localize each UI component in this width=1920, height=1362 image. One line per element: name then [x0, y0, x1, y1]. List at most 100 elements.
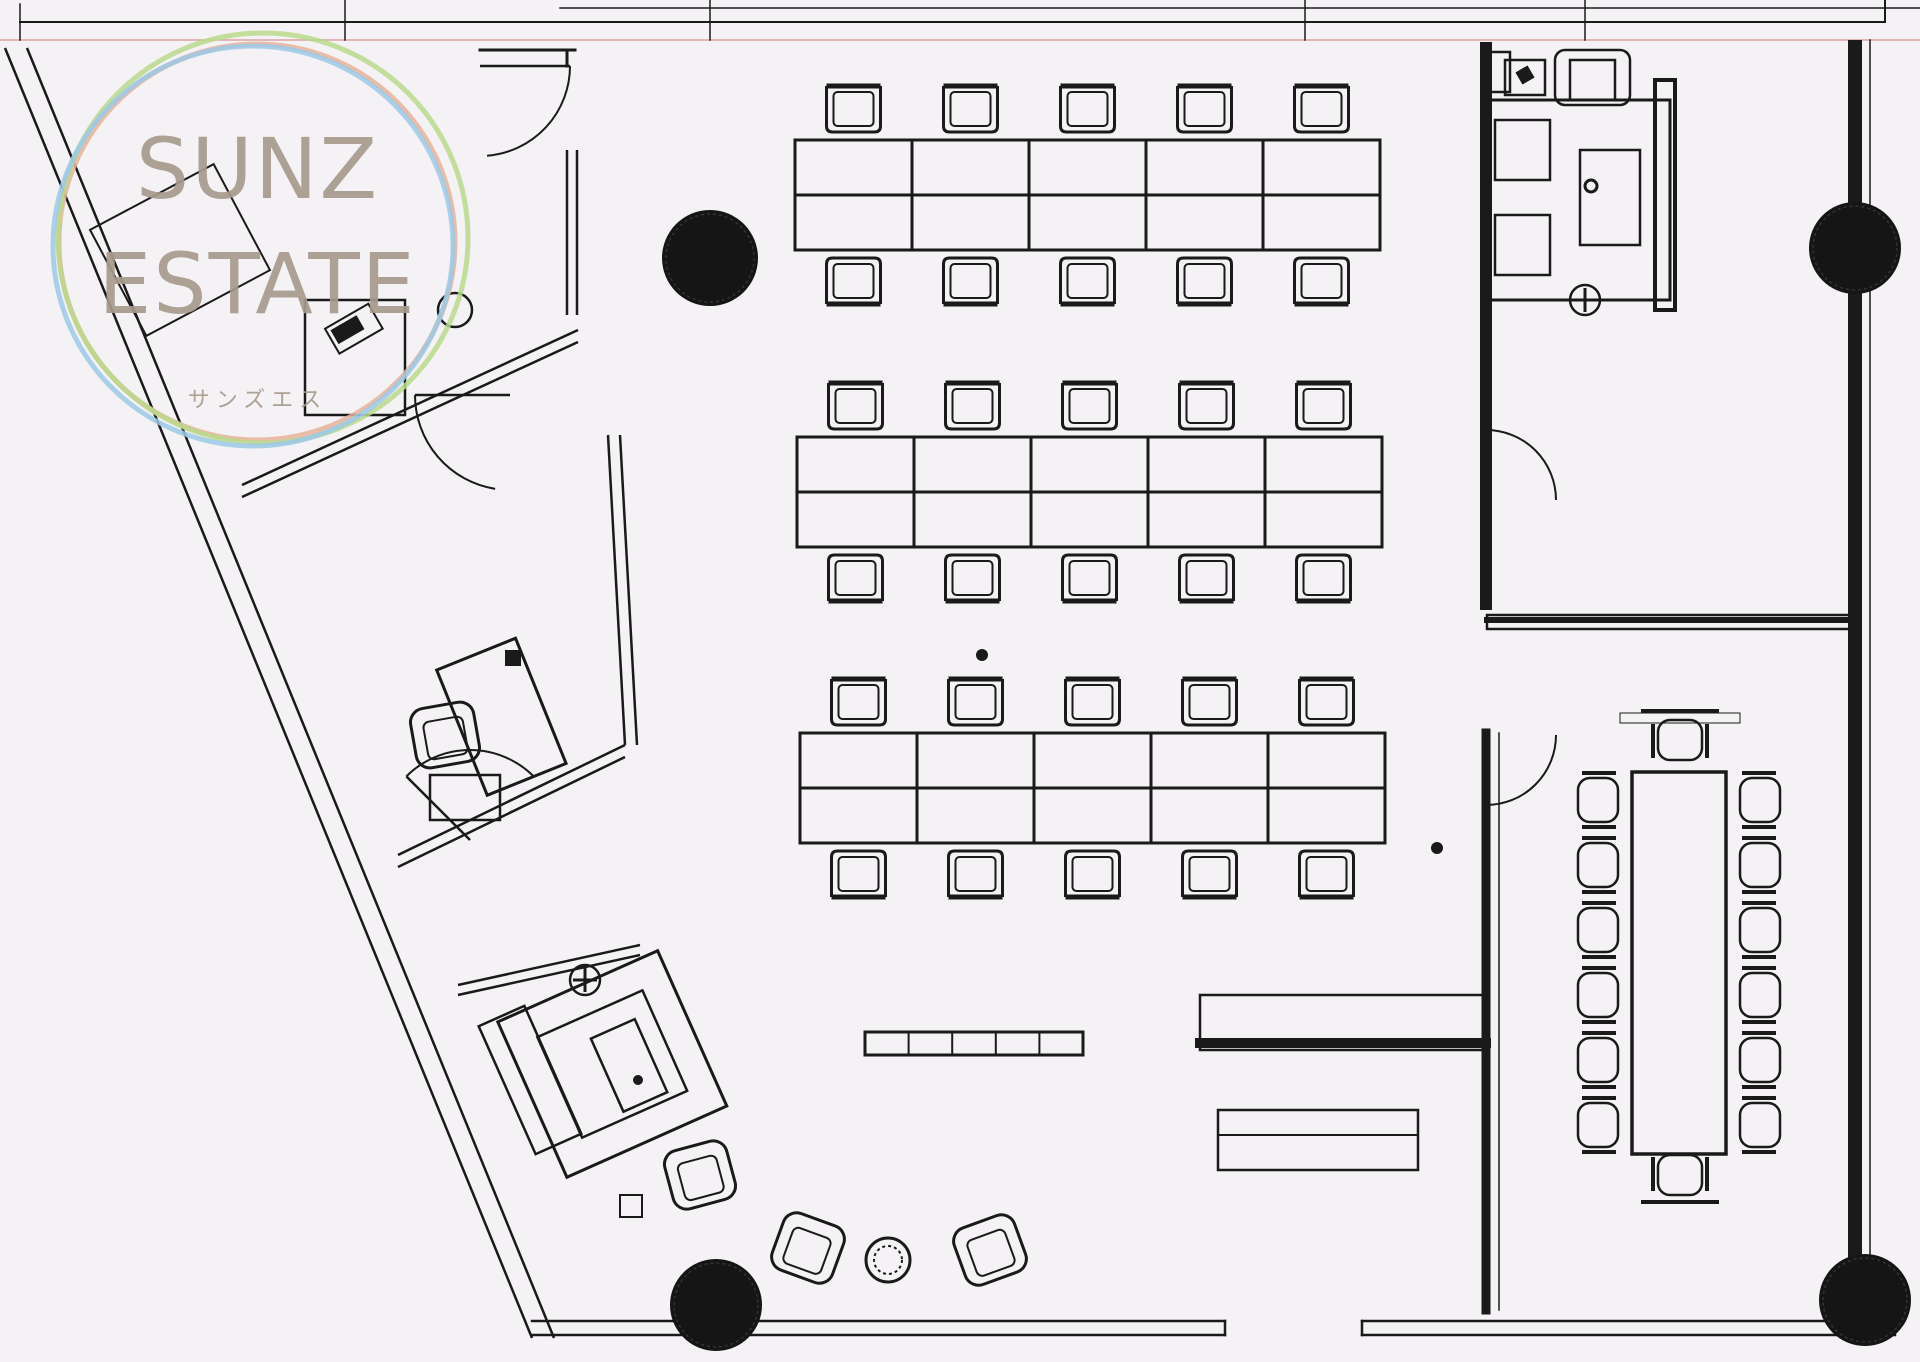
- west-office-east-wall-outer: [606, 434, 627, 746]
- conference-chair-seat: [1576, 1036, 1620, 1084]
- west-office-east-wall-inner: [618, 434, 639, 746]
- armchair-frame: [408, 700, 482, 770]
- chair-seat: [1302, 560, 1345, 596]
- structural-column-texture: [665, 213, 755, 303]
- west-exterior-wall: [3, 47, 556, 1339]
- chair: [830, 676, 887, 727]
- conference-chair-seat: [1738, 1036, 1782, 1084]
- chair: [1181, 849, 1238, 900]
- chair: [1064, 676, 1121, 727]
- chair-seat: [1068, 388, 1111, 424]
- chair: [944, 553, 1001, 604]
- chair-seat: [949, 263, 992, 299]
- nw-desk-outline: [88, 162, 272, 338]
- chair-arms: [1293, 256, 1350, 304]
- chair-seat: [954, 856, 997, 892]
- nw-office-door-swing: [486, 65, 571, 157]
- chair-arms: [1176, 86, 1233, 134]
- chair: [1176, 256, 1233, 307]
- west-middle-office: [397, 393, 639, 869]
- conference-chair-seat: [1738, 906, 1782, 954]
- conference-chair: [1576, 836, 1620, 894]
- shelving-unit: [863, 1030, 1085, 1057]
- chair-seat: [1300, 263, 1343, 299]
- lobby-seating: [770, 1211, 1028, 1287]
- chair-arms: [947, 849, 1004, 897]
- structural-column-fill: [1809, 202, 1901, 294]
- floor-outlet: [1431, 842, 1443, 854]
- lobby-table-pattern: [873, 1245, 903, 1275]
- conference-chair-arms: [1742, 771, 1776, 829]
- chair: [1059, 83, 1116, 134]
- lounge-coffee-table: [535, 988, 689, 1140]
- chair-seat: [834, 388, 877, 424]
- chair-arms: [944, 383, 1001, 431]
- chair: [1293, 83, 1350, 134]
- chair-seat: [834, 560, 877, 596]
- structural-column: [670, 1259, 762, 1351]
- lamp-ring: [1568, 283, 1602, 317]
- waste-bin: [436, 291, 474, 329]
- chair-seat: [1188, 856, 1231, 892]
- chair-arms: [1298, 849, 1355, 897]
- bench-outline: [1216, 1108, 1420, 1172]
- west-office-door: [414, 393, 510, 490]
- conference-chair-arms: [1651, 724, 1709, 758]
- conference-chair-seat: [1576, 971, 1620, 1019]
- nw-office-door: [480, 64, 571, 157]
- armchair: [662, 1139, 738, 1211]
- chair: [827, 380, 884, 431]
- desk-items: [323, 302, 385, 356]
- lounge-north-wall-inner: [457, 953, 641, 997]
- armchair-frame: [770, 1211, 846, 1285]
- nw-office-south-wall-outer: [241, 328, 579, 487]
- chair-seat: [1071, 684, 1114, 720]
- workstation-row-1: [793, 83, 1382, 307]
- structural-column-fill: [1819, 1254, 1911, 1346]
- conference-chair-arms: [1582, 836, 1616, 894]
- chair-arms: [1181, 679, 1238, 727]
- conference-chair-arms: [1742, 1096, 1776, 1154]
- chair: [947, 676, 1004, 727]
- conference-room: [1576, 709, 1782, 1204]
- chair-seat: [954, 684, 997, 720]
- chair-arms: [825, 86, 882, 134]
- chair-arms: [1295, 553, 1352, 601]
- chair: [1298, 676, 1355, 727]
- filing-cabinet: [434, 636, 569, 798]
- chair-arms: [942, 86, 999, 134]
- chair-arms: [1298, 679, 1355, 727]
- side-table: [428, 773, 502, 822]
- chair-seat: [1068, 560, 1111, 596]
- conference-chair-arms: [1742, 836, 1776, 894]
- conference-chair-seat: [1738, 841, 1782, 889]
- conference-table-end-marker: [1619, 712, 1741, 724]
- nw-office: [88, 48, 579, 499]
- structural-column-fill: [670, 1259, 762, 1351]
- ne-door-stub: [1488, 50, 1512, 94]
- nw-office-south-wall-inner: [241, 340, 579, 499]
- ne-executive-office: [1488, 48, 1677, 317]
- nw-office-south-wall: [241, 328, 579, 499]
- armchair-cushion: [676, 1154, 725, 1202]
- ne-side-table: [1503, 58, 1547, 97]
- chair-seat: [832, 91, 875, 127]
- chair-arms: [1293, 86, 1350, 134]
- chair: [947, 849, 1004, 900]
- conference-chair-seat: [1576, 841, 1620, 889]
- west-office-south-wall: [397, 743, 626, 869]
- lounge-door-leaf: [405, 775, 471, 841]
- top-boundary: [0, 0, 1920, 41]
- chair-arms: [944, 553, 1001, 601]
- ne-side-item: [1515, 65, 1535, 85]
- workstation-row-3: [798, 676, 1387, 900]
- conference-chair-arms: [1742, 1031, 1776, 1089]
- conference-chair: [1576, 966, 1620, 1024]
- east-office-door-lower: [1484, 734, 1557, 806]
- chair: [1178, 380, 1235, 431]
- chair-arms: [1064, 849, 1121, 897]
- chair-arms: [1064, 679, 1121, 727]
- conference-table: [1630, 770, 1728, 1156]
- chair: [1061, 553, 1118, 604]
